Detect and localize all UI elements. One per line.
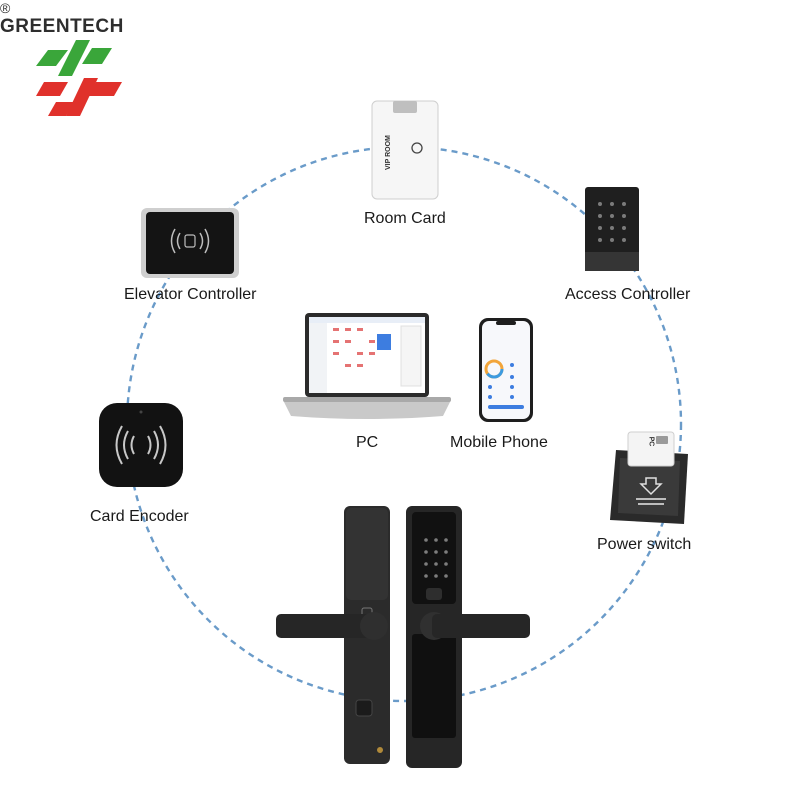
smart-door-lock-icon <box>276 506 530 768</box>
greentech-logo-icon <box>36 40 122 116</box>
card-encoder-icon <box>99 403 183 487</box>
registered-mark: ® <box>0 0 11 16</box>
room-card-device: VIP ROOM <box>371 100 439 200</box>
label-access-controller: Access Controller <box>565 286 691 303</box>
laptop-icon <box>283 313 451 419</box>
label-pc: PC <box>356 434 379 451</box>
room-card-icon <box>371 100 439 200</box>
label-elevator-controller: Elevator Controller <box>124 286 257 303</box>
brand-name: GREENTECH <box>0 16 124 37</box>
power-switch-device: PC <box>608 430 690 526</box>
label-card-encoder: Card Encoder <box>90 508 189 525</box>
room-card-text: VIP ROOM <box>385 135 392 170</box>
label-mobile-phone: Mobile Phone <box>450 434 548 451</box>
label-room-card: Room Card <box>364 210 446 227</box>
mobile-phone-icon <box>479 318 533 422</box>
access-controller-icon <box>585 187 639 271</box>
power-switch-icon <box>610 431 688 524</box>
power-switch-card-text: PC <box>647 436 655 447</box>
elevator-controller-icon <box>141 208 239 278</box>
label-power-switch: Power switch <box>597 536 692 553</box>
